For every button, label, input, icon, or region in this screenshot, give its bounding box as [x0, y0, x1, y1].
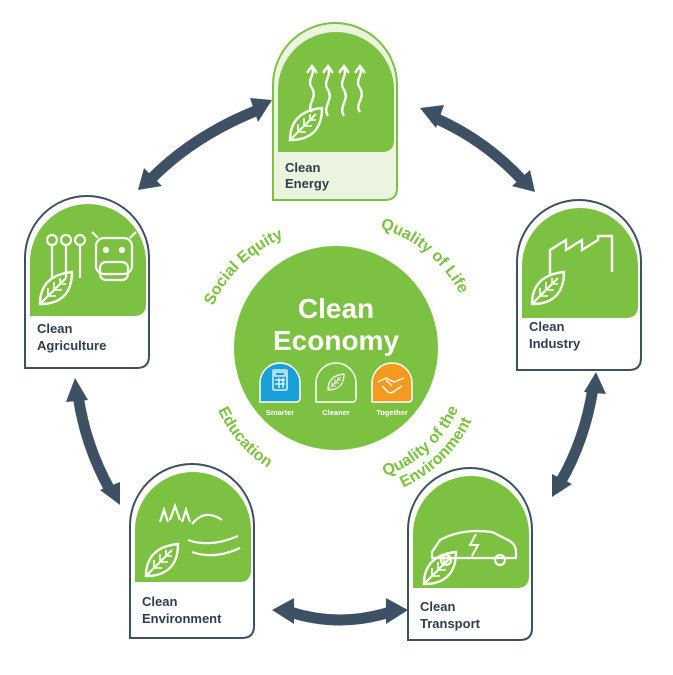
crops-cow-icon	[45, 231, 137, 282]
node-clean-environment: Clean Environment	[129, 463, 255, 639]
arrow-environment-transport-head-a	[272, 598, 294, 624]
arrow-energy-industry	[432, 112, 527, 184]
handshake-icon	[377, 377, 405, 394]
node-clean-agriculture: Clean Agriculture	[24, 195, 150, 369]
arrow-industry-transport	[555, 387, 599, 486]
landscape-icon	[158, 502, 241, 557]
arrows	[66, 98, 606, 626]
arrow-energy-industry-head-a	[420, 105, 444, 128]
arrow-energy-agriculture	[148, 104, 261, 182]
center-clean-economy: Clean Economy Smarter Cleaner	[234, 246, 438, 450]
arrow-agriculture-environment-head-b	[100, 482, 120, 505]
pillar-together-label: Together	[376, 408, 408, 417]
arrow-environment-transport-head-b	[386, 598, 408, 624]
arrow-industry-transport-head-a	[584, 372, 606, 394]
arrow-agriculture-environment	[72, 394, 115, 493]
arrow-agriculture-environment-head-a	[66, 378, 88, 402]
node-clean-industry: Clean Industry	[516, 199, 642, 371]
arrow-environment-transport	[288, 606, 392, 626]
pillar-together-badge	[371, 362, 413, 403]
node-clean-agriculture-label-line1: Clean	[37, 321, 72, 336]
pillar-together: Together	[371, 362, 413, 417]
arrow-energy-agriculture-head-a	[250, 98, 272, 122]
node-clean-energy-label-line2: Energy	[285, 176, 330, 191]
node-clean-agriculture-label-line2: Agriculture	[37, 338, 106, 353]
arrow-industry-transport-head-b	[552, 474, 572, 497]
pillar-smarter-label: Smarter	[266, 408, 294, 417]
factory-icon	[548, 234, 614, 276]
node-clean-environment-label-line1: Clean	[142, 594, 177, 609]
arrow-energy-agriculture-head-b	[138, 168, 162, 190]
node-clean-energy-label-line1: Clean	[285, 160, 320, 175]
calculator-icon	[272, 369, 288, 391]
pillar-cleaner: Cleaner	[315, 362, 357, 417]
arrow-energy-industry-head-b	[512, 170, 535, 192]
pillar-smarter-badge	[259, 362, 301, 403]
center-title-line1: Clean	[298, 293, 374, 324]
electric-car-icon	[430, 529, 518, 567]
node-clean-energy: Clean Energy	[272, 22, 398, 201]
node-clean-transport: Clean Transport	[407, 467, 533, 641]
node-clean-transport-label-line2: Transport	[420, 616, 481, 631]
pillar-smarter: Smarter	[259, 362, 301, 417]
heat-waves-icon	[306, 63, 366, 117]
node-clean-environment-label-line2: Environment	[142, 611, 222, 626]
node-clean-industry-label-line1: Clean	[529, 319, 564, 334]
node-clean-transport-label-line1: Clean	[420, 599, 455, 614]
node-clean-agriculture-badge	[30, 204, 146, 316]
pillar-cleaner-label: Cleaner	[322, 408, 350, 417]
center-title-line2: Economy	[273, 325, 399, 356]
node-clean-industry-label-line2: Industry	[529, 336, 581, 351]
